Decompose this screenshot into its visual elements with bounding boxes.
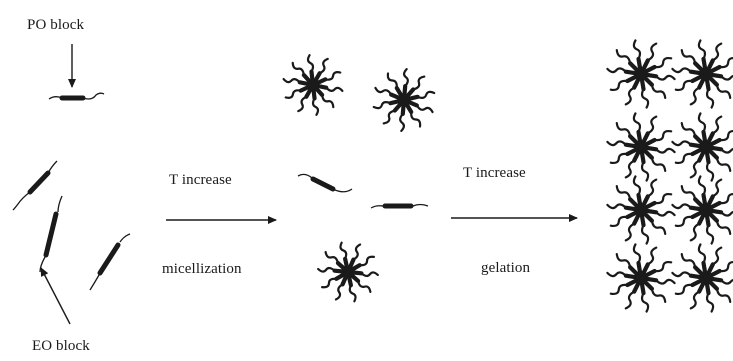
unimer [13, 161, 57, 210]
gel-micelle [672, 176, 733, 243]
gel-micelle [607, 176, 674, 243]
micelles-panel [284, 55, 435, 301]
po-block-label: PO block [27, 18, 84, 33]
step1-process-label: micellization [162, 262, 242, 277]
step1-condition-label: T increase [169, 173, 232, 188]
step2-condition-label: T increase [463, 166, 526, 181]
unimer [298, 174, 352, 191]
gel-micelle [607, 113, 674, 180]
eo-block-label: EO block [32, 339, 90, 354]
micelle [318, 243, 378, 302]
gel-micelle [607, 244, 674, 311]
gel-micelle [672, 244, 733, 311]
gel-micelle [672, 40, 733, 107]
eo-block-pointer-arrow [41, 268, 70, 324]
gel-micelle [672, 113, 733, 180]
gel-micelle [607, 40, 674, 107]
micelle [284, 55, 343, 115]
free-unimers [13, 44, 130, 324]
step2-process-label: gelation [481, 261, 530, 276]
unimer [40, 196, 62, 272]
unimer [49, 93, 104, 99]
unimer [90, 234, 130, 290]
gel-network [607, 40, 733, 311]
unimer [371, 205, 428, 209]
micelle [374, 69, 434, 131]
